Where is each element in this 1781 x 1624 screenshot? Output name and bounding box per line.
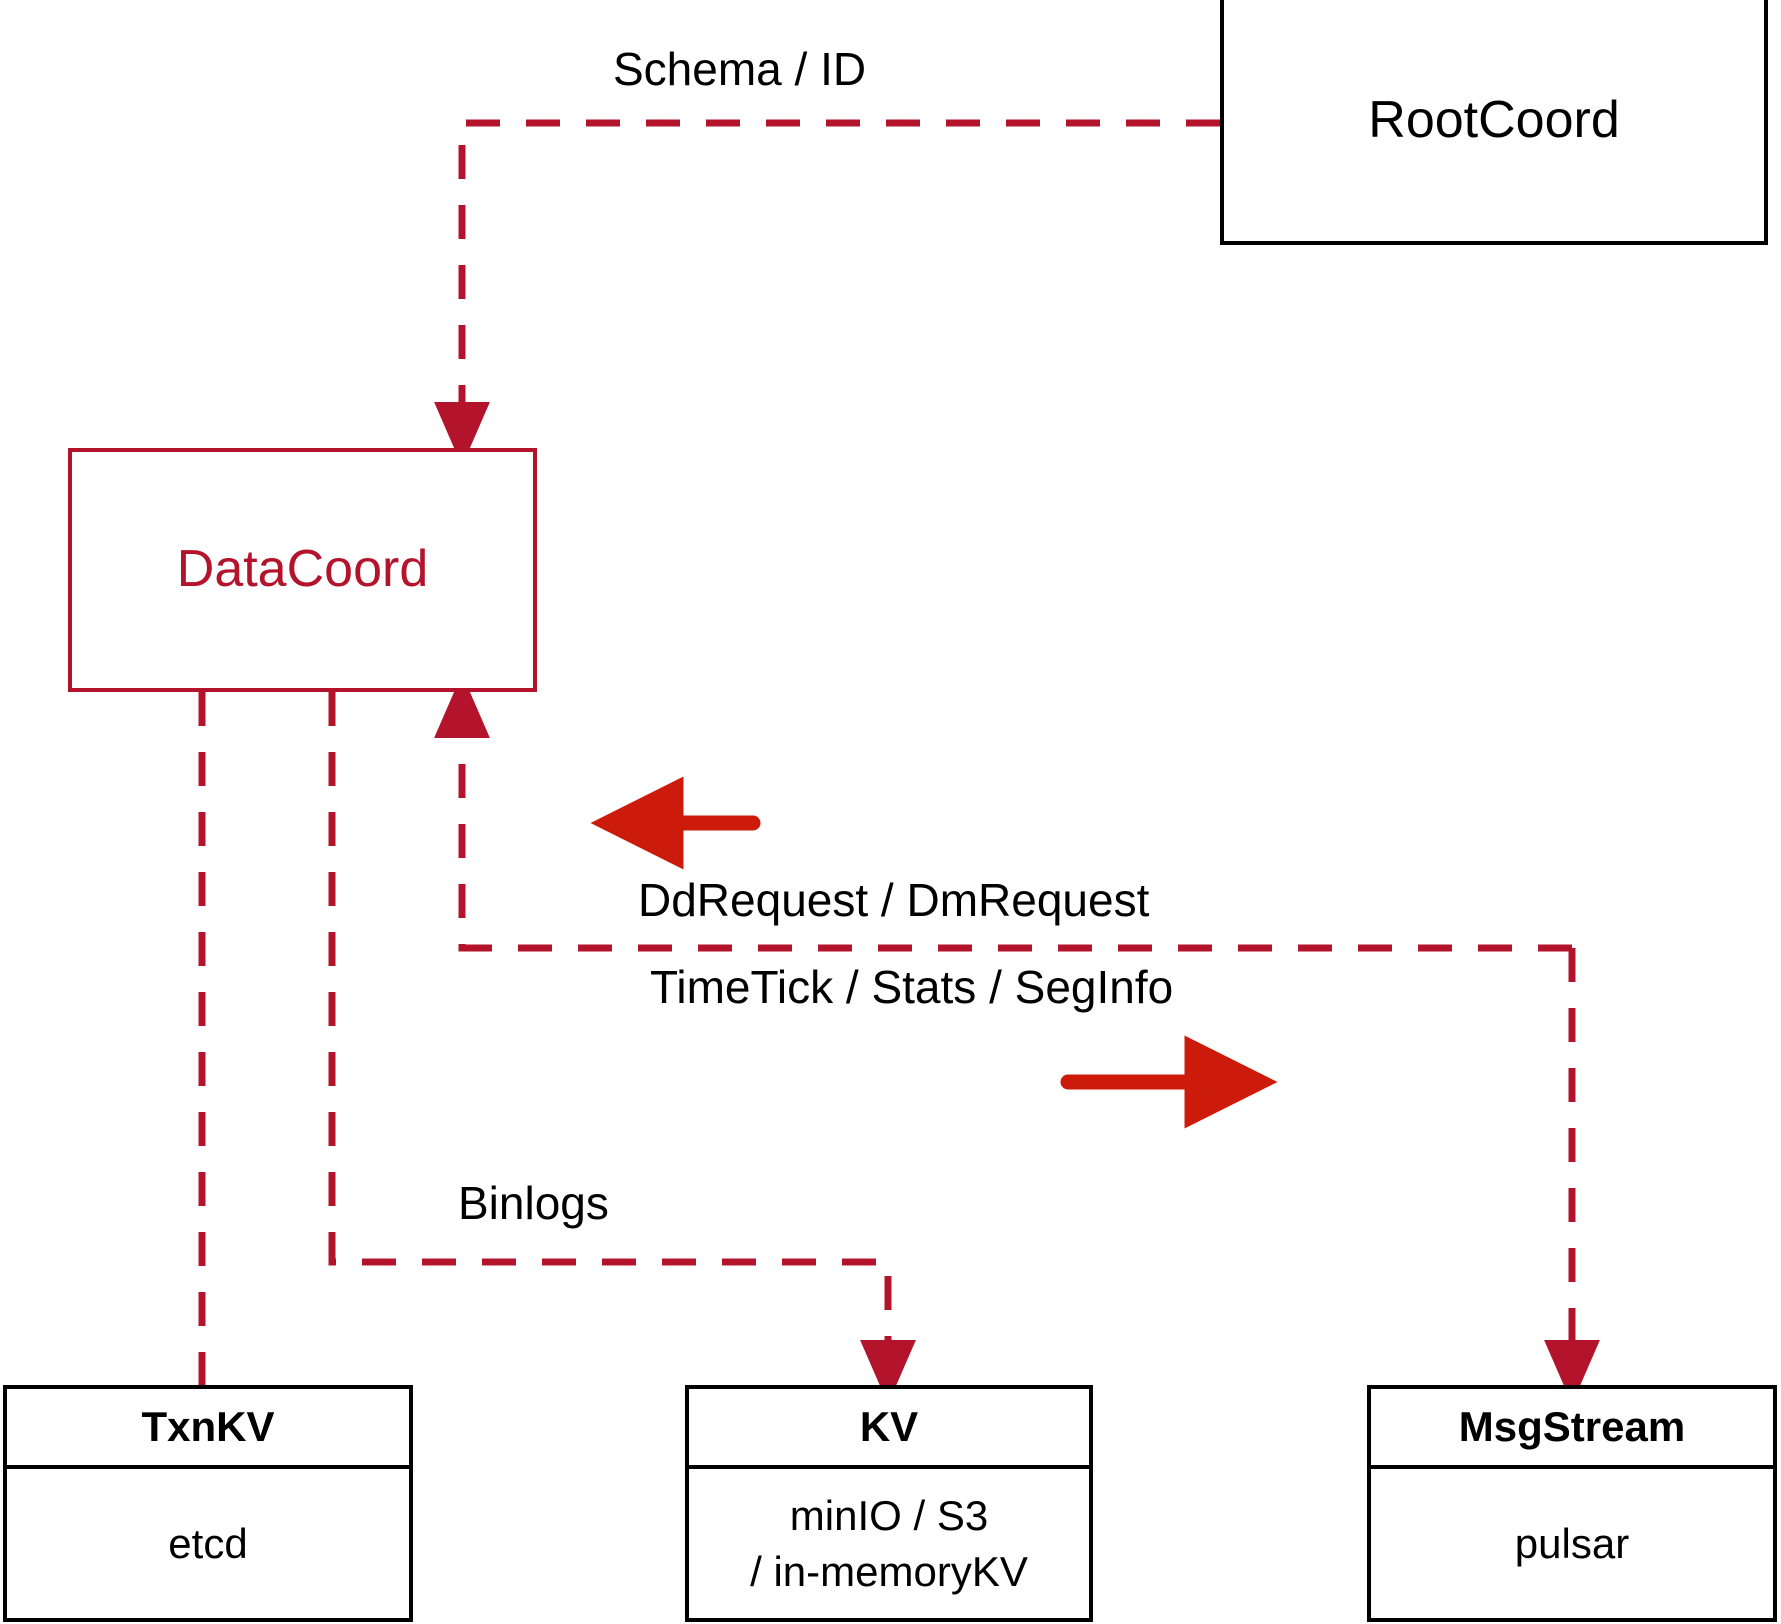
node-txn-kv-body-text: etcd	[168, 1519, 248, 1567]
edge-label-timetick-stats-seginfo: TimeTick / Stats / SegInfo	[650, 961, 1174, 1013]
node-txn-kv-title: TxnKV	[141, 1403, 275, 1450]
edge-schema-id-path	[434, 119, 1220, 467]
edge-label-schema-id: Schema / ID	[613, 43, 867, 95]
edge-label-dd-dm-request: DdRequest / DmRequest	[638, 874, 1150, 926]
node-kv[interactable]: KV minIO / S3 / in-memoryKV	[685, 1385, 1093, 1622]
edge-label-binlogs: Binlogs	[458, 1177, 609, 1229]
node-txn-kv-body: etcd	[7, 1469, 409, 1618]
node-msg-stream-title: MsgStream	[1458, 1403, 1686, 1450]
node-kv-header: KV	[689, 1389, 1089, 1469]
node-root-coord[interactable]: RootCoord	[1220, 0, 1768, 245]
node-root-coord-label: RootCoord	[1368, 90, 1620, 149]
node-msg-stream-body: pulsar	[1371, 1469, 1773, 1618]
node-kv-body: minIO / S3 / in-memoryKV	[689, 1469, 1089, 1618]
node-data-coord-label: DataCoord	[176, 540, 429, 599]
node-txn-kv-header: TxnKV	[7, 1389, 409, 1469]
node-kv-title: KV	[859, 1403, 919, 1450]
node-msg-stream-header: MsgStream	[1371, 1389, 1773, 1469]
node-kv-body-text: minIO / S3 / in-memoryKV	[750, 1492, 1028, 1595]
node-data-coord[interactable]: DataCoord	[68, 448, 537, 692]
node-txn-kv[interactable]: TxnKV etcd	[3, 1385, 413, 1622]
node-msg-stream-body-text: pulsar	[1514, 1519, 1630, 1567]
edge-binlogs-path	[328, 692, 916, 1405]
edge-msgstream-datacoord-path	[434, 673, 1572, 952]
node-msg-stream[interactable]: MsgStream pulsar	[1367, 1385, 1777, 1622]
